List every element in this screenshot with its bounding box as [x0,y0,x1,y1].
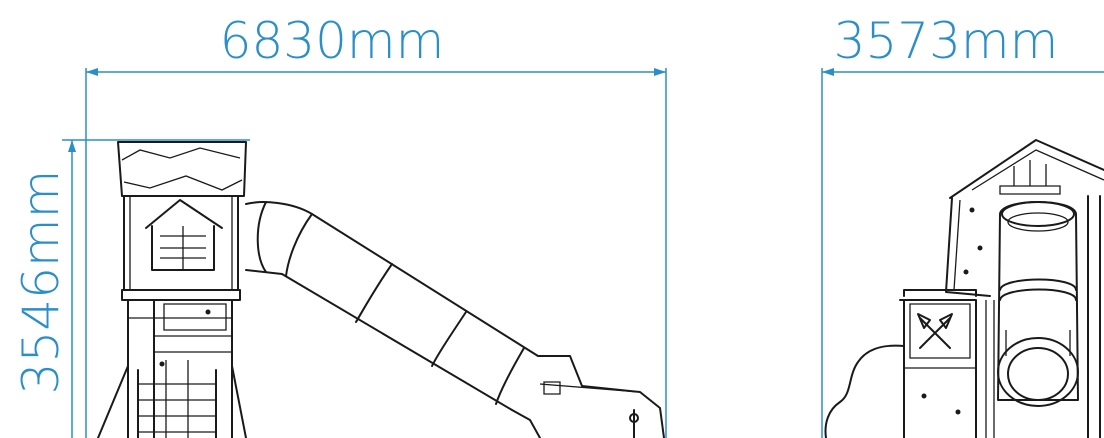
side-view-width-label: 6830mm [220,12,445,70]
front-view-playhouse [824,139,1104,438]
front-view-width-dimension [821,68,1104,438]
side-view-height-label: 3546mm [12,170,70,395]
side-view-playhouse [97,141,247,438]
front-view-width-label: 3573mm [834,12,1059,70]
side-view-width-dimension [85,68,667,438]
side-view-tube-slide [245,201,665,438]
side-view-height-dimension [62,139,250,438]
